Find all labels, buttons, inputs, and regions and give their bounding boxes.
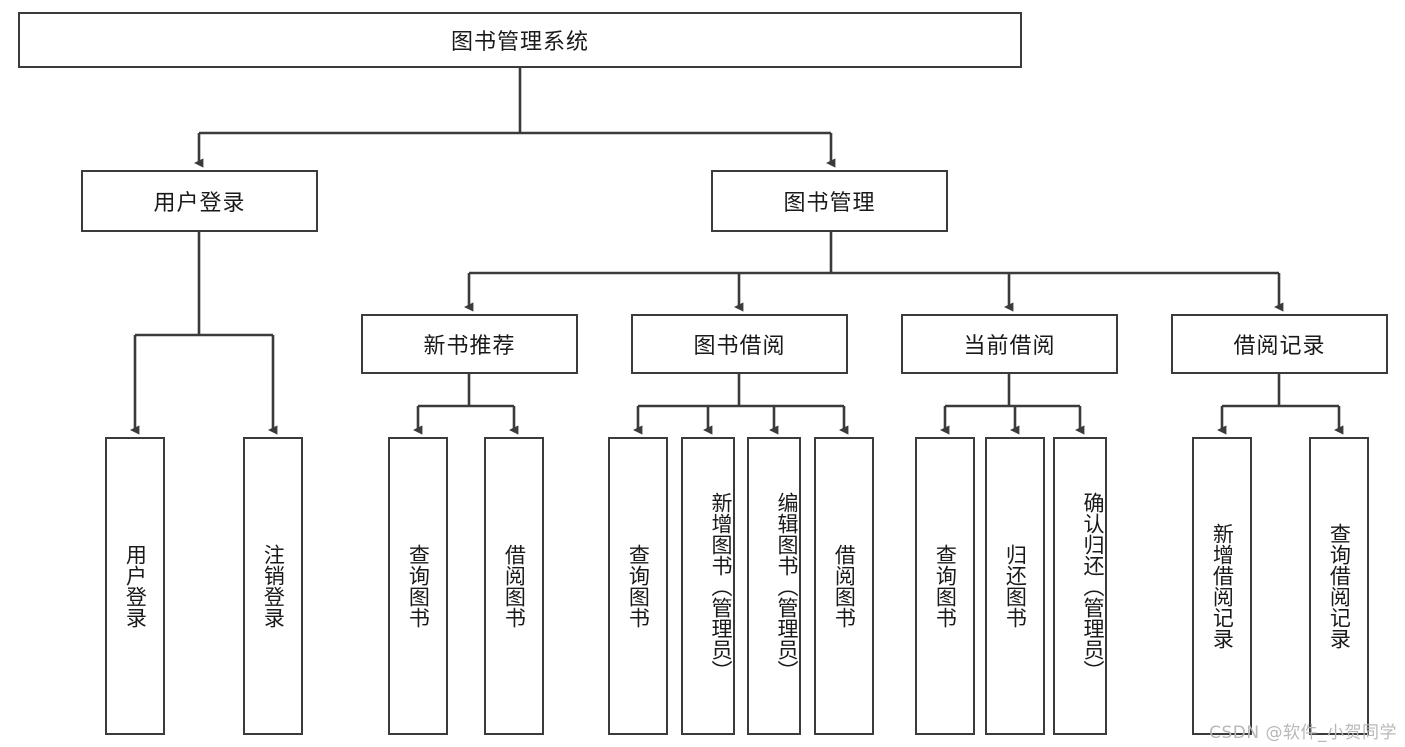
- node-book-borrow[interactable]: 图书借阅: [631, 314, 848, 374]
- leaf-borrow-book-rec-label: 借阅图书: [502, 544, 527, 628]
- csdn-watermark: CSDN @软件_小贺同学: [1209, 723, 1397, 743]
- node-root[interactable]: 图书管理系统: [18, 12, 1022, 68]
- leaf-return-book-label: 归还图书: [1003, 544, 1028, 628]
- leaf-user-login-label: 用户登录: [123, 544, 148, 628]
- leaf-return-book[interactable]: 归还图书: [985, 437, 1045, 735]
- leaf-edit-book-admin[interactable]: 编辑图书（管理员）: [747, 437, 801, 735]
- node-new-book-recommend[interactable]: 新书推荐: [361, 314, 578, 374]
- leaf-add-book-admin[interactable]: 新增图书（管理员）: [681, 437, 735, 735]
- leaf-query-borrow-record-label: 查询借阅记录: [1327, 523, 1352, 649]
- leaf-logout-label: 注销登录: [261, 544, 286, 628]
- node-book-management[interactable]: 图书管理: [711, 170, 948, 232]
- leaf-confirm-return-admin-label: 确认归还（管理员）: [1081, 491, 1105, 681]
- leaf-add-borrow-record[interactable]: 新增借阅记录: [1192, 437, 1252, 735]
- leaf-query-book-borrow-label: 查询图书: [626, 544, 651, 628]
- node-user-login[interactable]: 用户登录: [81, 170, 318, 232]
- leaf-edit-book-admin-label: 编辑图书（管理员）: [775, 491, 799, 681]
- node-root-label: 图书管理系统: [450, 30, 589, 55]
- node-user-login-label: 用户登录: [153, 191, 246, 216]
- leaf-confirm-return-admin[interactable]: 确认归还（管理员）: [1053, 437, 1107, 735]
- node-book-management-label: 图书管理: [783, 191, 876, 216]
- node-borrow-record[interactable]: 借阅记录: [1171, 314, 1388, 374]
- leaf-logout[interactable]: 注销登录: [243, 437, 303, 735]
- leaf-add-borrow-record-label: 新增借阅记录: [1210, 523, 1235, 649]
- leaf-query-book-rec-label: 查询图书: [406, 544, 431, 628]
- leaf-borrow-book-rec[interactable]: 借阅图书: [484, 437, 544, 735]
- node-current-borrow-label: 当前借阅: [963, 334, 1056, 359]
- leaf-add-book-admin-label: 新增图书（管理员）: [709, 491, 733, 681]
- leaf-query-book-borrow[interactable]: 查询图书: [608, 437, 668, 735]
- leaf-query-book-current[interactable]: 查询图书: [915, 437, 975, 735]
- node-new-book-recommend-label: 新书推荐: [423, 334, 516, 359]
- leaf-query-book-rec[interactable]: 查询图书: [388, 437, 448, 735]
- node-book-borrow-label: 图书借阅: [693, 334, 786, 359]
- leaf-query-book-current-label: 查询图书: [933, 544, 958, 628]
- leaf-query-borrow-record[interactable]: 查询借阅记录: [1309, 437, 1369, 735]
- node-borrow-record-label: 借阅记录: [1233, 334, 1326, 359]
- leaf-borrow-book[interactable]: 借阅图书: [814, 437, 874, 735]
- node-current-borrow[interactable]: 当前借阅: [901, 314, 1118, 374]
- leaf-borrow-book-label: 借阅图书: [832, 544, 857, 628]
- leaf-user-login[interactable]: 用户登录: [105, 437, 165, 735]
